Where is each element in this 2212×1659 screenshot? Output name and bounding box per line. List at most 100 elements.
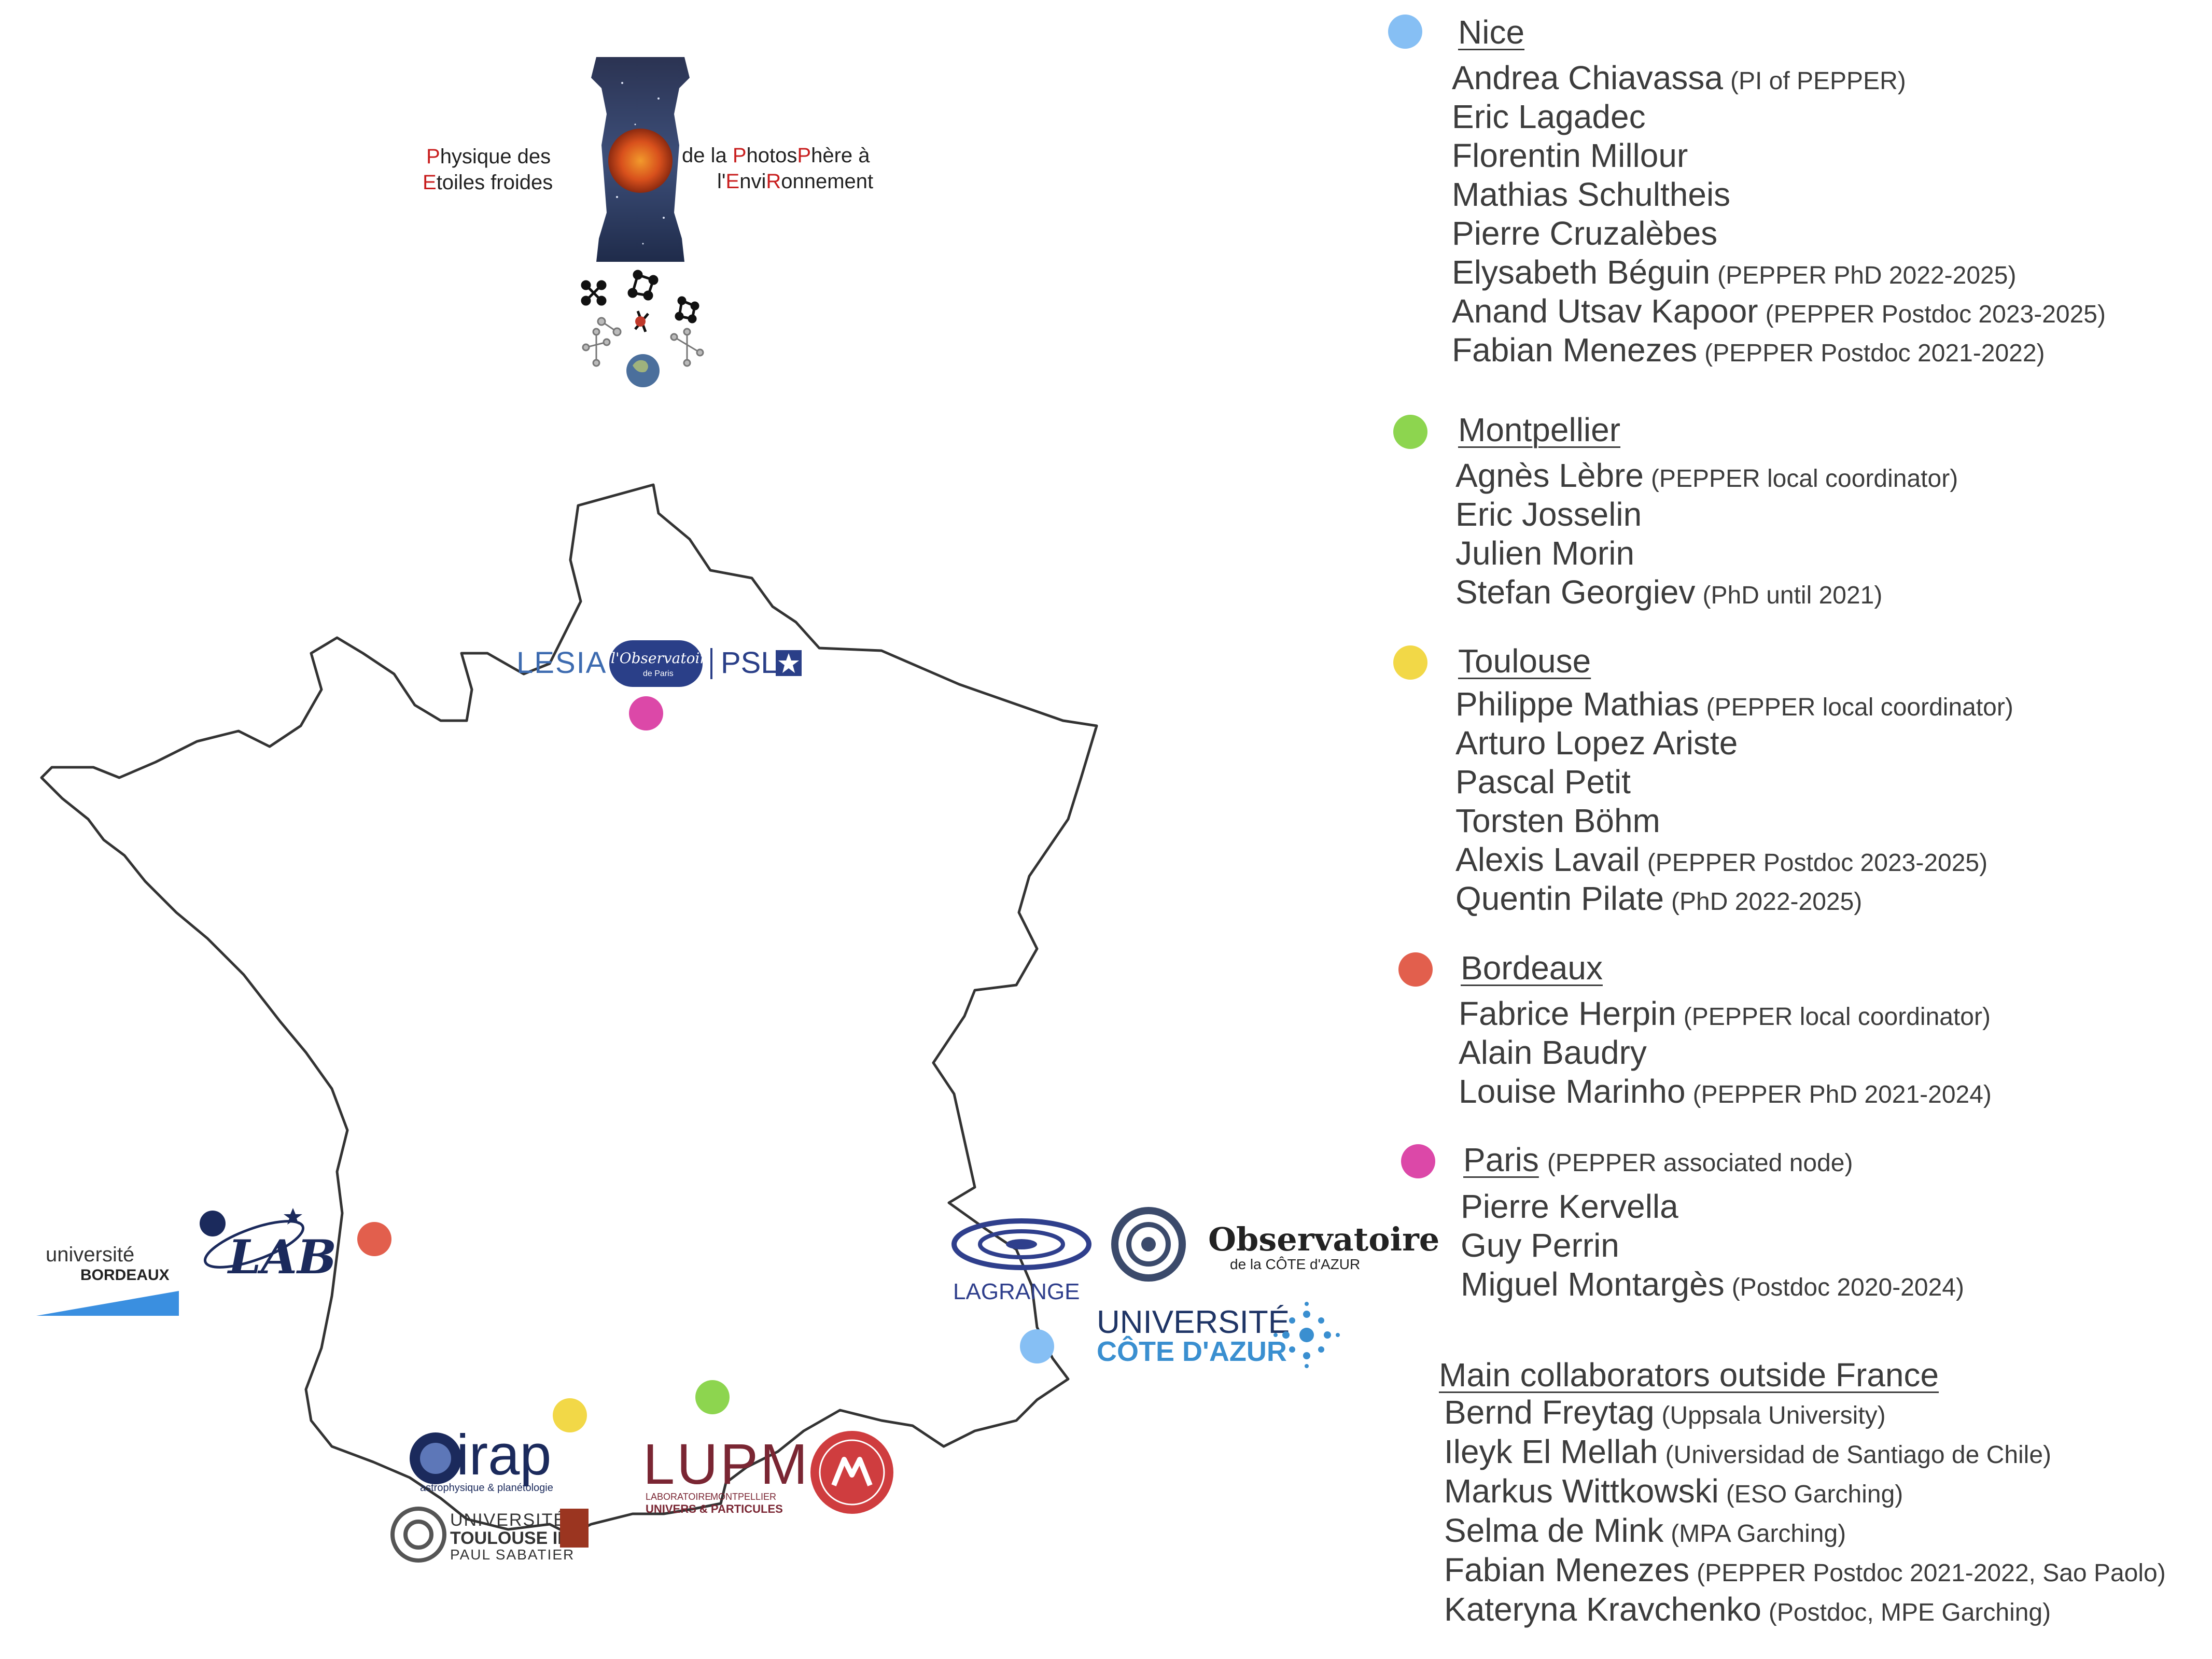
observatoire-cote-label: Observatoire bbox=[1208, 1220, 1440, 1258]
pepper-logo-right-line2: l'EnviRonnement bbox=[717, 170, 874, 193]
bordeaux-univ-sub: BORDEAUX bbox=[80, 1267, 170, 1284]
paris-heading-row: Paris (PEPPER associated node) bbox=[1463, 1143, 1853, 1177]
member-role: (Postdoc 2020-2024) bbox=[1731, 1274, 1964, 1301]
member-row: Andrea Chiavassa(PI of PEPPER) bbox=[1452, 61, 1906, 95]
toulouse-heading: Toulouse bbox=[1458, 642, 1591, 680]
member-role: (PhD until 2021) bbox=[1702, 582, 1883, 609]
member-row: Alain Baudry bbox=[1459, 1036, 1647, 1069]
univ-cote-label: UNIVERSITÉ bbox=[1097, 1304, 1290, 1340]
bordeaux-wedge-icon bbox=[36, 1291, 179, 1316]
member-row: Anand Utsav Kapoor(PEPPER Postdoc 2023-2… bbox=[1452, 294, 2106, 329]
lupm-sub3: MONTPELLIER bbox=[710, 1492, 777, 1502]
collaborator-row: Fabian Menezes(PEPPER Postdoc 2021-2022,… bbox=[1444, 1553, 2166, 1587]
collaborator-row: Markus Wittkowski (ESO Garching) bbox=[1444, 1474, 1903, 1509]
member-row: Arturo Lopez Ariste bbox=[1455, 726, 1738, 760]
toulouse-heading-row: Toulouse bbox=[1458, 644, 1591, 678]
member-name: Anand Utsav Kapoor bbox=[1452, 292, 1758, 330]
member-name: Miguel Montargès bbox=[1461, 1266, 1725, 1303]
univ-cote-dots-icon bbox=[1273, 1302, 1340, 1368]
member-row: Eric Josselin bbox=[1455, 498, 1642, 531]
toulouse-marker bbox=[553, 1398, 587, 1432]
lagrange-label: LAGRANGE bbox=[953, 1279, 1080, 1304]
member-name: Guy Perrin bbox=[1461, 1227, 1619, 1264]
univ-cote-sub: CÔTE D'AZUR bbox=[1097, 1336, 1287, 1367]
observatoire-cote-sub: de la CÔTE d'AZUR bbox=[1230, 1256, 1361, 1272]
toulouse-legend-dot bbox=[1393, 645, 1427, 680]
collaborator-name: Fabian Menezes bbox=[1444, 1551, 1690, 1588]
collaborator-name: Kateryna Kravchenko bbox=[1444, 1591, 1761, 1628]
collaborator-name: Bernd Freytag bbox=[1444, 1394, 1655, 1431]
collaborator-row: Ileyk El Mellah(Universidad de Santiago … bbox=[1444, 1435, 2051, 1469]
member-role: (PEPPER local coordinator) bbox=[1650, 465, 1958, 493]
observatoire-paris-label: l'Observatoire bbox=[611, 650, 716, 667]
lupm-label: LUPM bbox=[643, 1432, 810, 1496]
member-role: (PEPPER PhD 2022-2025) bbox=[1717, 262, 2017, 289]
member-row: Julien Morin bbox=[1455, 537, 1634, 570]
molecules-icon bbox=[581, 270, 704, 387]
member-row: Agnès Lèbre(PEPPER local coordinator) bbox=[1455, 459, 1958, 493]
member-name: Torsten Böhm bbox=[1455, 802, 1660, 839]
member-role: (PEPPER PhD 2021-2024) bbox=[1692, 1081, 1992, 1108]
toulouse-univ-sub: TOULOUSE III bbox=[450, 1528, 568, 1548]
member-name: Alexis Lavail bbox=[1455, 841, 1640, 878]
pepper-logo-left-line2: Etoiles froides bbox=[423, 171, 553, 194]
member-name: Florentin Millour bbox=[1452, 137, 1688, 174]
montpellier-heading-row: Montpellier bbox=[1458, 413, 1620, 446]
nice-heading-row: Nice bbox=[1458, 16, 1524, 49]
bordeaux-legend-dot bbox=[1398, 952, 1433, 987]
member-row: Torsten Böhm bbox=[1455, 804, 1660, 837]
paris-heading-note: (PEPPER associated node) bbox=[1547, 1149, 1853, 1177]
lupm-sub2: UNIVERS & PARTICULES bbox=[646, 1502, 783, 1515]
member-row: Alexis Lavail(PEPPER Postdoc 2023-2025) bbox=[1455, 843, 1987, 877]
member-name: Elysabeth Béguin bbox=[1452, 254, 1711, 291]
collaborator-row: Selma de Mink(MPA Garching) bbox=[1444, 1514, 1846, 1548]
member-name: Pascal Petit bbox=[1455, 763, 1631, 800]
member-name: Louise Marinho bbox=[1459, 1073, 1686, 1110]
irap-planet-icon bbox=[410, 1432, 461, 1484]
member-name: Arturo Lopez Ariste bbox=[1455, 724, 1738, 762]
montpellier-marker bbox=[695, 1380, 730, 1414]
member-row: Pierre Kervella bbox=[1461, 1190, 1678, 1223]
member-name: Andrea Chiavassa bbox=[1452, 59, 1723, 96]
collaborator-role: (ESO Garching) bbox=[1726, 1481, 1903, 1508]
member-name: Agnès Lèbre bbox=[1455, 457, 1644, 494]
lagrange-galaxy-icon bbox=[951, 1218, 1091, 1270]
member-role: (PhD 2022-2025) bbox=[1671, 888, 1863, 916]
psl-star-icon bbox=[776, 650, 802, 676]
psl-label: PSL bbox=[721, 646, 778, 680]
irap-label: irap bbox=[456, 1423, 552, 1487]
montpellier-legend-dot bbox=[1393, 415, 1427, 449]
member-name: Eric Josselin bbox=[1455, 496, 1642, 533]
collaborator-name: Ileyk El Mellah bbox=[1444, 1433, 1658, 1470]
lupm-sub1: LABORATOIRE bbox=[646, 1492, 711, 1502]
observatoire-cote-emblem-icon bbox=[1111, 1207, 1186, 1282]
member-name: Stefan Georgiev bbox=[1455, 573, 1696, 611]
member-name: Julien Morin bbox=[1455, 535, 1635, 572]
univ-montpellier-seal-icon bbox=[810, 1431, 893, 1514]
nice-legend-dot bbox=[1388, 15, 1422, 49]
member-role: (PEPPER Postdoc 2021-2022) bbox=[1704, 340, 2045, 367]
toulouse-univ-sub2: PAUL SABATIER bbox=[450, 1546, 575, 1563]
member-name: Fabian Menezes bbox=[1452, 331, 1698, 369]
member-row: Fabrice Herpin(PEPPER local coordinator) bbox=[1459, 997, 1991, 1031]
collaborator-name: Selma de Mink bbox=[1444, 1512, 1664, 1549]
france-border bbox=[40, 483, 1098, 1536]
bordeaux-marker bbox=[357, 1222, 391, 1256]
irap-sub: astrophysique & planétologie bbox=[420, 1482, 553, 1494]
collaborator-role: (Postdoc, MPE Garching) bbox=[1768, 1599, 2051, 1626]
member-role: (PEPPER local coordinator) bbox=[1683, 1003, 1991, 1031]
collaborator-role: (Uppsala University) bbox=[1661, 1402, 1886, 1429]
nice-marker bbox=[1020, 1329, 1054, 1363]
member-row: Fabian Menezes(PEPPER Postdoc 2021-2022) bbox=[1452, 333, 2045, 368]
bordeaux-heading-row: Bordeaux bbox=[1461, 951, 1603, 985]
member-name: Pierre Kervella bbox=[1461, 1188, 1678, 1225]
member-row: Philippe Mathias(PEPPER local coordinato… bbox=[1455, 687, 2013, 722]
member-row: Elysabeth Béguin(PEPPER PhD 2022-2025) bbox=[1452, 256, 2016, 290]
member-name: Fabrice Herpin bbox=[1459, 995, 1676, 1032]
bordeaux-univ-label: université bbox=[46, 1243, 135, 1266]
paris-heading: Paris bbox=[1463, 1141, 1539, 1178]
toulouse-univ-label: UNIVERSITÉ bbox=[450, 1510, 567, 1530]
logo-divider bbox=[710, 648, 712, 679]
collaborator-name: Markus Wittkowski bbox=[1444, 1472, 1719, 1510]
